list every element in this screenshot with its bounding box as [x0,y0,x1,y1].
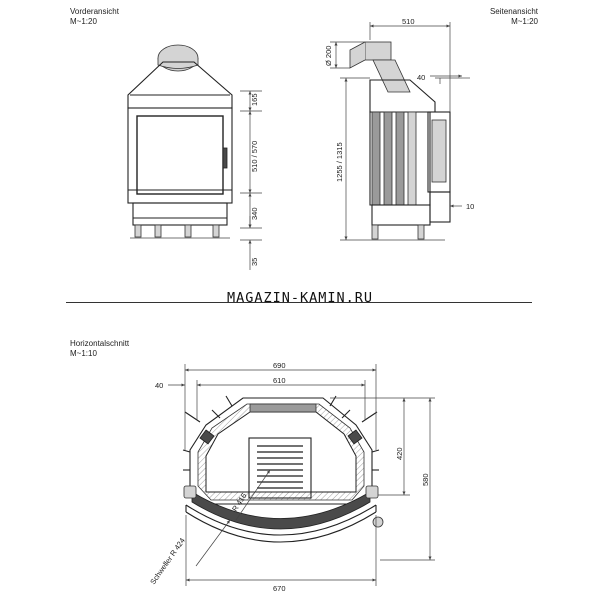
dim-offset-bottom: 10 [466,202,474,211]
front-foot [134,224,142,238]
front-view-scale: M~1:20 [70,17,97,26]
front-view-title-block: Vorderansicht M~1:20 [70,7,119,27]
front-foot [184,224,192,238]
dim-feet: 35 [250,258,259,266]
side-flue [364,41,392,61]
dim-radius-sill: Schweller R 424 [148,536,187,586]
plan-view-scale: M~1:10 [70,349,97,358]
dim-outer-width: 690 [273,361,286,370]
side-view-drawing: 510 Ø 200 1255 / 1315 40 10 [324,17,474,241]
dim-hood: 165 [250,93,259,106]
door-handle-knob [372,516,384,528]
dim-side-offset: 40 [155,381,163,390]
front-body [127,107,233,204]
dim-glass: 510 / 570 [250,141,259,172]
plan-grate [248,437,312,499]
front-glass-door [136,115,224,195]
front-view-title: Vorderansicht [70,7,119,16]
plan-view-drawing: R 416 Schweller R 424 690 610 40 420 580… [148,361,435,593]
side-view-title: Seitenansicht [489,7,538,16]
dim-base: 340 [250,207,259,220]
dim-flue-dia: Ø 200 [324,46,333,66]
dim-side-width: 510 [402,17,415,26]
side-view-title-block: Seitenansicht M~1:20 [490,7,538,27]
dim-depth-total: 580 [421,473,430,486]
dim-inner-width: 610 [273,376,286,385]
plan-sill [185,504,377,536]
front-foot [212,224,220,238]
dim-depth-front: 420 [395,447,404,460]
front-base [132,202,228,226]
plan-view-title: Horizontalschnitt [70,339,130,348]
front-foot [154,224,162,238]
front-view-drawing: 165 510 / 570 340 35 [127,44,262,270]
dim-offset-top: 40 [417,73,425,82]
dim-bottom-width: 670 [273,584,286,593]
door-handle [222,147,228,169]
separator-line [66,302,532,303]
plan-view-title-block: Horizontalschnitt M~1:10 [70,339,129,359]
side-view-scale: M~1:20 [511,17,538,26]
dim-total-height: 1255 / 1315 [335,142,344,182]
